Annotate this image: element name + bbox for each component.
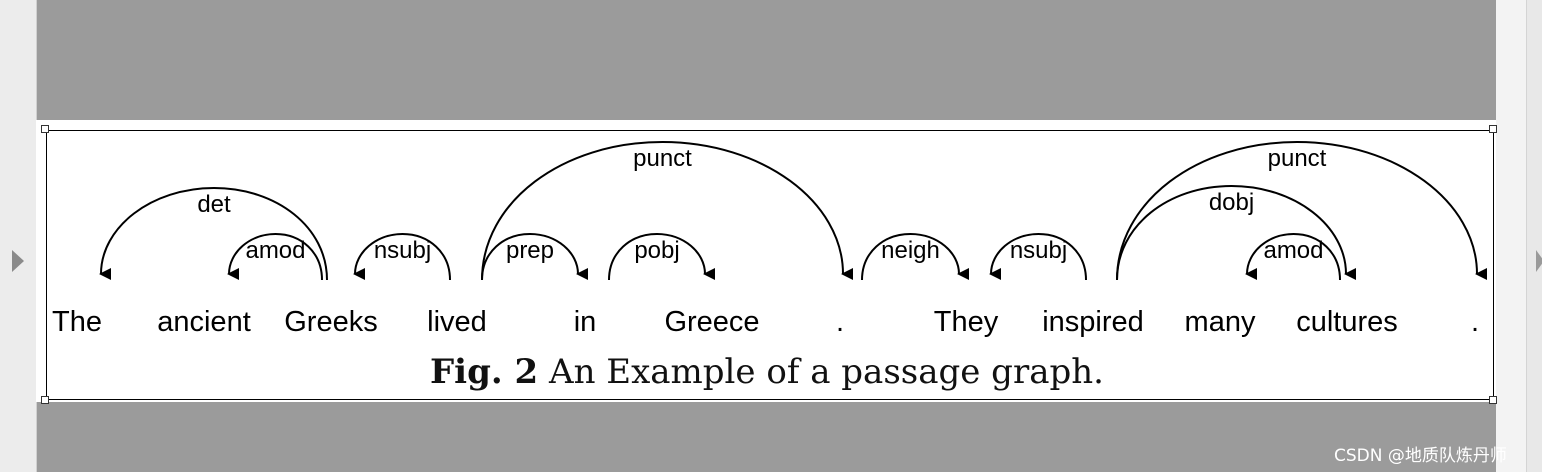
token-10: cultures (1296, 306, 1398, 338)
right-arrow-icon[interactable] (1536, 250, 1542, 272)
arc-label-7: nsubj (1010, 237, 1067, 264)
arc-6 (861, 232, 970, 281)
arc-1 (227, 232, 323, 281)
figure-caption: Fig. 2 An Example of a passage graph. (0, 352, 1534, 392)
token-6: . (836, 306, 844, 338)
token-2: Greeks (284, 306, 377, 338)
watermark: CSDN @地质队炼丹师 (1334, 446, 1507, 466)
arc-label-5: punct (633, 145, 692, 172)
vertical-scrollbar[interactable] (1526, 0, 1542, 472)
arc-label-8: dobj (1209, 189, 1254, 216)
arc-label-4: pobj (634, 237, 679, 264)
token-4: in (574, 306, 597, 338)
arc-label-3: prep (506, 237, 554, 264)
arc-label-1: amod (245, 237, 305, 264)
token-7: They (934, 306, 999, 338)
caption-text: An Example of a passage graph. (549, 352, 1104, 392)
left-arrow-icon[interactable] (12, 250, 24, 272)
arc-2 (353, 232, 451, 281)
token-11: . (1471, 306, 1479, 338)
arc-8 (1116, 184, 1357, 281)
arc-label-0: det (197, 191, 231, 218)
token-1: ancient (157, 306, 251, 338)
arc-4 (608, 232, 716, 281)
resize-handle-top-left[interactable] (41, 125, 49, 133)
selected-figure-frame[interactable] (46, 130, 1494, 400)
arc-label-10: punct (1268, 145, 1327, 172)
caption-label: Fig. 2 (430, 352, 539, 392)
arc-label-6: neigh (881, 237, 940, 264)
resize-handle-bottom-right[interactable] (1489, 396, 1497, 404)
token-0: The (52, 306, 102, 338)
arc-label-9: amod (1263, 237, 1323, 264)
token-5: Greece (664, 306, 759, 338)
arc-9 (1245, 232, 1341, 281)
token-8: inspired (1042, 306, 1144, 338)
arc-10 (1116, 140, 1488, 281)
arc-3 (481, 232, 589, 281)
resize-handle-top-right[interactable] (1489, 125, 1497, 133)
arc-label-2: nsubj (374, 237, 431, 264)
arc-5 (481, 140, 854, 281)
arc-0 (99, 186, 328, 281)
resize-handle-bottom-left[interactable] (41, 396, 49, 404)
token-9: many (1185, 306, 1256, 338)
arc-7 (989, 232, 1087, 281)
token-3: lived (427, 306, 487, 338)
